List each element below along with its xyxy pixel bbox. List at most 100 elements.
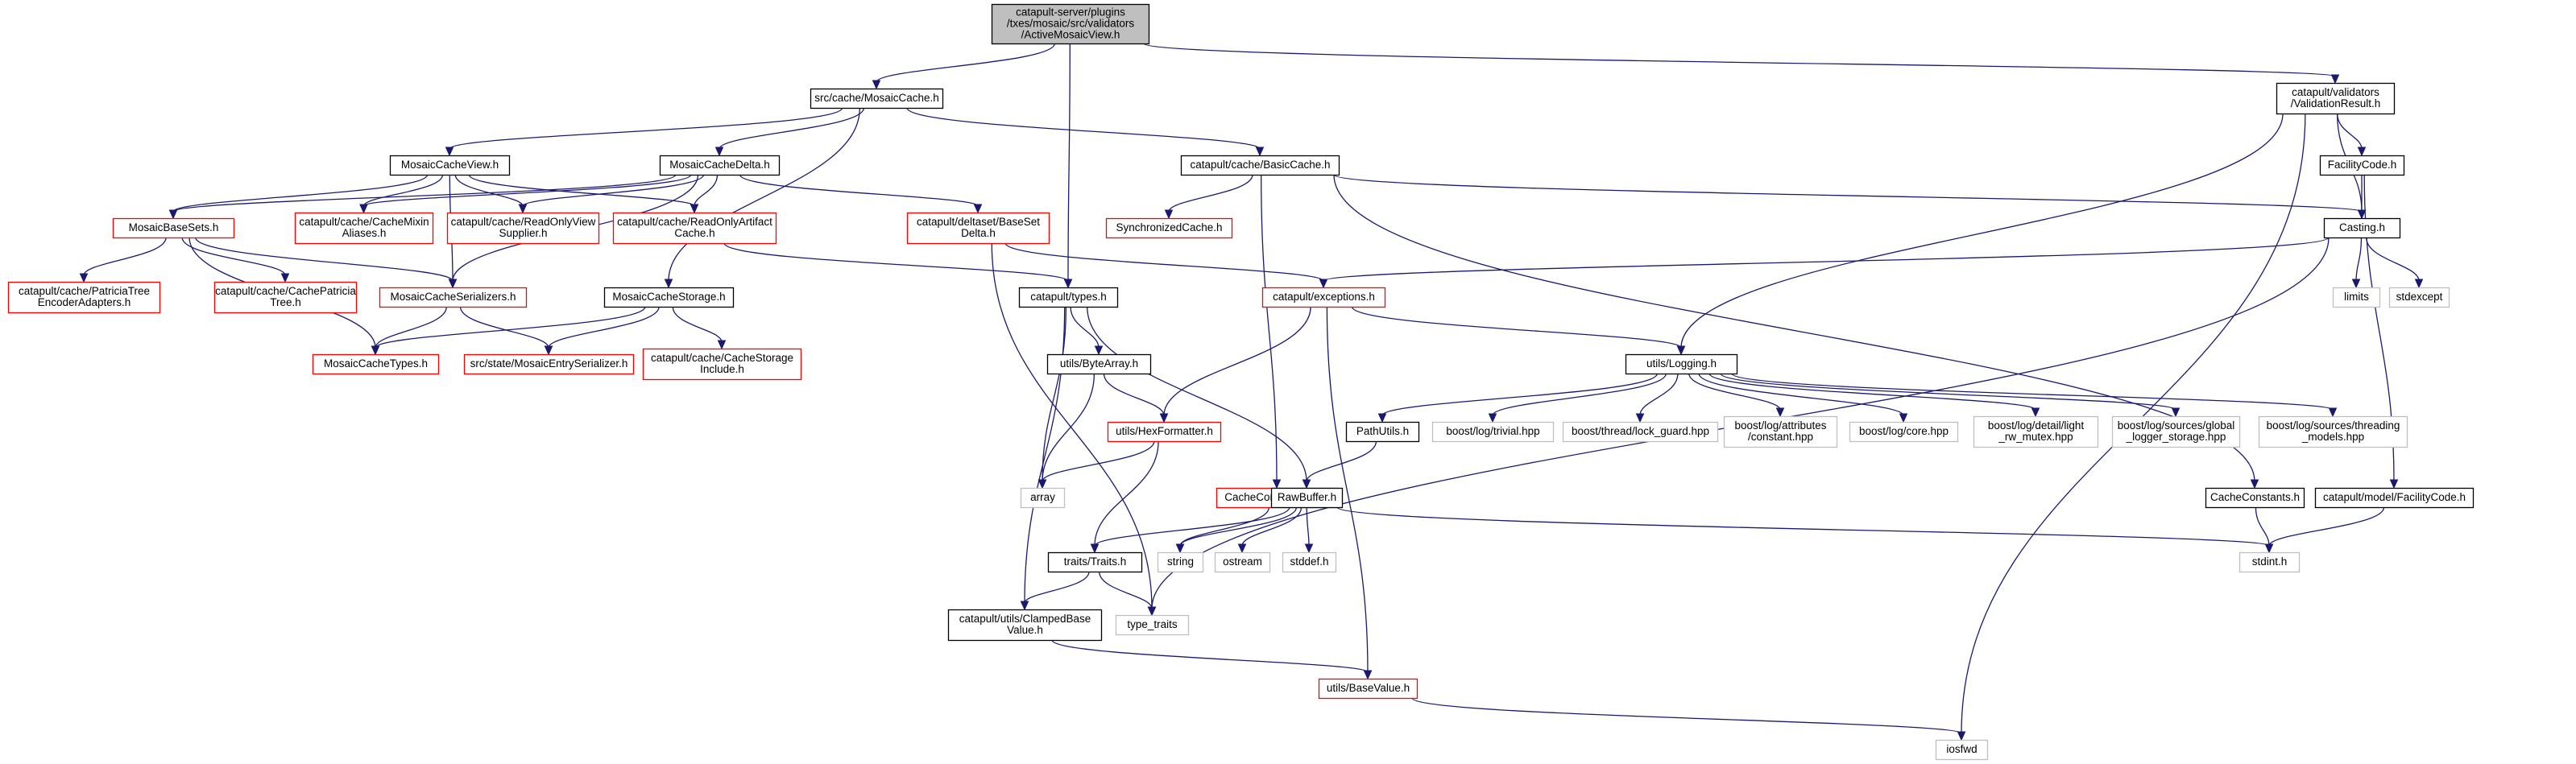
- node-casting[interactable]: Casting.h: [2323, 217, 2401, 239]
- edge-arrowhead: [168, 209, 178, 220]
- include-edge: [1381, 373, 1658, 416]
- node-label: utils/Logging.h: [1646, 357, 1717, 370]
- include-edge: [672, 306, 723, 343]
- node-box: [1318, 678, 1418, 700]
- include-edge: [1103, 373, 1165, 416]
- edge-arrowhead: [1775, 407, 1785, 418]
- include-edge: [1639, 373, 1679, 416]
- node-lightrwmutex: boost/log/detail/light_rw_mutex.hpp: [1973, 415, 2099, 448]
- node-label: array: [1030, 491, 1055, 503]
- node-mosaiccacheserializers[interactable]: MosaicCacheSerializers.h: [379, 287, 528, 308]
- node-label: utils/ByteArray.h: [1060, 357, 1138, 370]
- node-label: boost/log/trivial.hpp: [1446, 425, 1539, 437]
- node-label: catapult/cache/CacheMixin: [299, 216, 429, 228]
- node-lockguard: boost/thread/lock_guard.hpp: [1562, 421, 1719, 443]
- node-label: boost/log/sources/global: [2118, 419, 2235, 432]
- node-basiccache[interactable]: catapult/cache/BasicCache.h: [1180, 155, 1340, 176]
- node-box: [7, 281, 161, 314]
- node-pathutils[interactable]: PathUtils.h: [1345, 421, 1420, 443]
- include-edge: [1094, 440, 1159, 547]
- node-box: [1625, 353, 1738, 375]
- edge-arrowhead: [2264, 543, 2274, 554]
- header-nodes: catapult-server/plugins/txes/mosaic/src/…: [7, 3, 2475, 761]
- node-modelfacilitycode[interactable]: catapult/model/FacilityCode.h: [2314, 487, 2475, 509]
- node-logging[interactable]: utils/Logging.h: [1625, 353, 1738, 375]
- node-box: [1562, 421, 1719, 443]
- node-mosaicentryserializer[interactable]: src/state/MosaicEntrySerializer.h: [463, 353, 635, 375]
- node-ostream: ostream: [1214, 551, 1271, 573]
- node-box: [1105, 217, 1233, 239]
- node-mosaicbasesets[interactable]: MosaicBaseSets.h: [112, 217, 235, 239]
- node-exceptions[interactable]: catapult/exceptions.h: [1261, 287, 1386, 308]
- edge-arrowhead: [872, 80, 881, 90]
- node-label: MosaicCacheView.h: [401, 159, 499, 171]
- node-label: CacheConstants.h: [2210, 491, 2300, 503]
- node-facilitycode[interactable]: FacilityCode.h: [2319, 155, 2405, 176]
- node-label: FacilityCode.h: [2328, 159, 2397, 171]
- node-mosaiccachestorage[interactable]: MosaicCacheStorage.h: [603, 287, 735, 308]
- node-patriciaadapters[interactable]: catapult/cache/PatriciaTreeEncoderAdapte…: [7, 281, 161, 314]
- include-edge: [1042, 440, 1155, 482]
- include-edge: [723, 242, 1069, 282]
- node-bytearray[interactable]: utils/ByteArray.h: [1046, 353, 1152, 375]
- node-box: [2205, 487, 2305, 509]
- include-edge: [1351, 306, 1682, 349]
- node-label: MosaicBaseSets.h: [129, 221, 219, 233]
- node-rawbuffer[interactable]: RawBuffer.h: [1270, 487, 1344, 509]
- node-validationresult[interactable]: catapult/validators/ValidationResult.h: [2276, 82, 2396, 115]
- node-hexformatter[interactable]: utils/HexFormatter.h: [1107, 421, 1222, 443]
- node-types[interactable]: catapult/types.h: [1018, 287, 1119, 308]
- node-label: catapult/cache/CachePatricia: [215, 285, 356, 297]
- node-globallogger: boost/log/sources/global_logger_storage.…: [2111, 415, 2241, 448]
- node-box: [1935, 739, 1989, 761]
- edge-arrowhead: [1272, 479, 1282, 489]
- node-box: [810, 88, 944, 109]
- node-iosfwd: iosfwd: [1935, 739, 1989, 761]
- node-label: boost/thread/lock_guard.hpp: [1572, 425, 1709, 437]
- node-label: catapult/cache/ReadOnlyArtifact: [617, 216, 772, 228]
- node-label: PathUtils.h: [1356, 425, 1409, 437]
- node-cacheconstants[interactable]: CacheConstants.h: [2205, 487, 2305, 509]
- node-mosaiccachedelta[interactable]: MosaicCacheDelta.h: [659, 155, 781, 176]
- node-box: [294, 212, 434, 245]
- node-traits[interactable]: traits/Traits.h: [1047, 551, 1143, 573]
- node-label: Delta.h: [961, 227, 996, 239]
- node-label: Supplier.h: [499, 227, 547, 239]
- include-edge: [2268, 506, 2385, 547]
- node-mosaiccacheview[interactable]: MosaicCacheView.h: [389, 155, 511, 176]
- node-label: Value.h: [1007, 624, 1043, 636]
- edge-arrowhead: [2357, 147, 2367, 157]
- node-root[interactable]: catapult-server/plugins/txes/mosaic/src/…: [991, 3, 1150, 45]
- edge-arrowhead: [1020, 601, 1029, 611]
- edge-arrowhead: [1090, 543, 1100, 554]
- edge-arrowhead: [1302, 479, 1311, 489]
- include-edge: [2336, 113, 2363, 150]
- include-edge: [362, 174, 692, 207]
- node-box: [112, 217, 235, 239]
- node-mosaiccache[interactable]: src/cache/MosaicCache.h: [810, 88, 944, 109]
- include-edge: [1336, 506, 2270, 547]
- node-label: boost/log/core.hpp: [1859, 425, 1949, 437]
- include-edge: [454, 174, 524, 207]
- node-synchronizedcache[interactable]: SynchronizedCache.h: [1105, 217, 1233, 239]
- node-box: [2388, 287, 2450, 308]
- node-box: [642, 348, 802, 381]
- edge-arrowhead: [973, 204, 983, 214]
- node-box: [2332, 287, 2381, 308]
- node-mosaiccachetypes[interactable]: MosaicCacheTypes.h: [312, 353, 440, 375]
- edge-arrowhead: [2031, 407, 2040, 418]
- include-edge: [1168, 174, 1253, 213]
- include-edge: [375, 306, 447, 349]
- include-edge: [1306, 440, 1377, 482]
- node-basevalue[interactable]: utils/BaseValue.h: [1318, 678, 1418, 700]
- edge-arrowhead: [1957, 731, 1966, 741]
- node-label: iosfwd: [1946, 743, 1977, 755]
- edge-arrowhead: [1147, 606, 1157, 617]
